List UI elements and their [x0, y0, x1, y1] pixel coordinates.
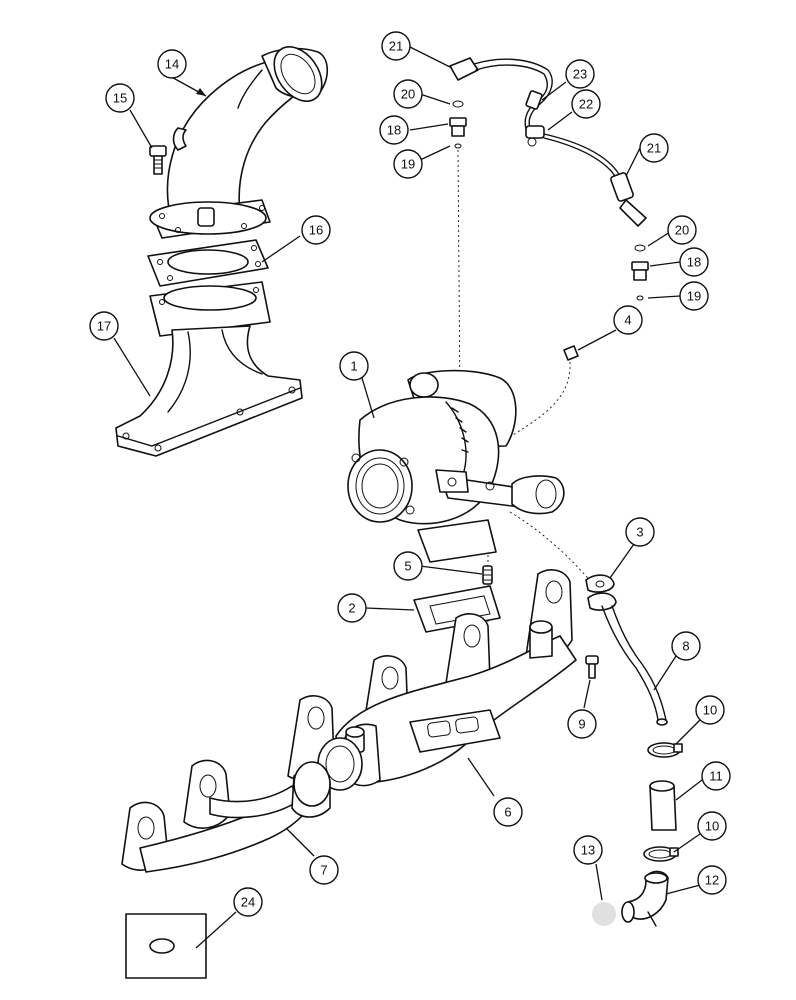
turbocharger-part	[347, 369, 565, 563]
svg-text:4: 4	[624, 313, 631, 328]
callout-13: 13	[573, 835, 603, 865]
callout-7: 7	[309, 855, 339, 885]
svg-text:20: 20	[675, 223, 689, 238]
svg-text:17: 17	[97, 319, 111, 334]
svg-text:21: 21	[389, 39, 403, 54]
callout-14: 14	[157, 49, 187, 79]
svg-text:14: 14	[165, 57, 179, 72]
svg-text:12: 12	[705, 873, 719, 888]
callout-23: 23	[565, 59, 595, 89]
callout-16: 16	[301, 215, 331, 245]
svg-text:24: 24	[241, 895, 255, 910]
fitting-washer-set-part	[449, 100, 649, 361]
oil-feed-line-part	[449, 57, 647, 227]
callout-2: 2	[337, 593, 367, 623]
callout-12: 12	[697, 865, 727, 895]
svg-text:18: 18	[687, 255, 701, 270]
svg-text:10: 10	[703, 703, 717, 718]
callout-11: 11	[701, 761, 731, 791]
svg-text:23: 23	[573, 67, 587, 82]
callout-19: 19	[393, 149, 423, 179]
svg-text:22: 22	[579, 97, 593, 112]
flange-gasket-part	[147, 239, 269, 287]
exhaust-manifold-rear-part	[121, 759, 331, 873]
svg-text:9: 9	[578, 717, 585, 732]
callout-21: 21	[381, 31, 411, 61]
svg-text:18: 18	[387, 123, 401, 138]
exhaust-adapter-part	[115, 281, 303, 457]
stud-part	[482, 565, 493, 585]
svg-text:6: 6	[504, 805, 511, 820]
svg-text:19: 19	[687, 289, 701, 304]
plug-cap-part	[592, 902, 616, 926]
callout-8: 8	[671, 631, 701, 661]
callout-15: 15	[105, 83, 135, 113]
callout-24: 24	[233, 887, 263, 917]
callout-22: 22	[571, 89, 601, 119]
kit-box-part	[125, 913, 207, 979]
drain-flange-part	[585, 574, 617, 611]
bolt-part	[149, 145, 167, 175]
svg-text:7: 7	[320, 863, 327, 878]
callout-4: 4	[613, 305, 643, 335]
callout-1: 1	[339, 351, 369, 381]
callout-20-right: 20	[667, 215, 697, 245]
hose-elbow-part	[621, 870, 669, 927]
callout-3: 3	[625, 517, 655, 547]
svg-text:10: 10	[705, 819, 719, 834]
svg-text:19: 19	[401, 157, 415, 172]
drain-tube-part	[601, 605, 668, 726]
callout-5: 5	[393, 551, 423, 581]
svg-text:1: 1	[350, 359, 357, 374]
svg-text:8: 8	[682, 639, 689, 654]
svg-text:2: 2	[348, 601, 355, 616]
callout-10-lower: 10	[697, 811, 727, 841]
svg-text:16: 16	[309, 223, 323, 238]
svg-text:21: 21	[647, 141, 661, 156]
hose-part	[649, 780, 677, 831]
callout-20: 20	[393, 79, 423, 109]
callout-21-right: 21	[639, 133, 669, 163]
callout-10: 10	[695, 695, 725, 725]
callout-6: 6	[493, 797, 523, 827]
small-bolt-part	[585, 655, 599, 679]
callout-9: 9	[567, 709, 597, 739]
svg-text:13: 13	[581, 843, 595, 858]
svg-text:3: 3	[636, 525, 643, 540]
svg-text:11: 11	[709, 769, 723, 784]
elbow-pipe-part	[149, 46, 329, 239]
svg-text:15: 15	[113, 91, 127, 106]
svg-text:20: 20	[401, 87, 415, 102]
callout-19-right: 19	[679, 281, 709, 311]
svg-text:5: 5	[404, 559, 411, 574]
exhaust-manifold-front-part	[287, 569, 577, 791]
callout-18: 18	[379, 115, 409, 145]
callout-18-right: 18	[679, 247, 709, 277]
callout-17: 17	[89, 311, 119, 341]
